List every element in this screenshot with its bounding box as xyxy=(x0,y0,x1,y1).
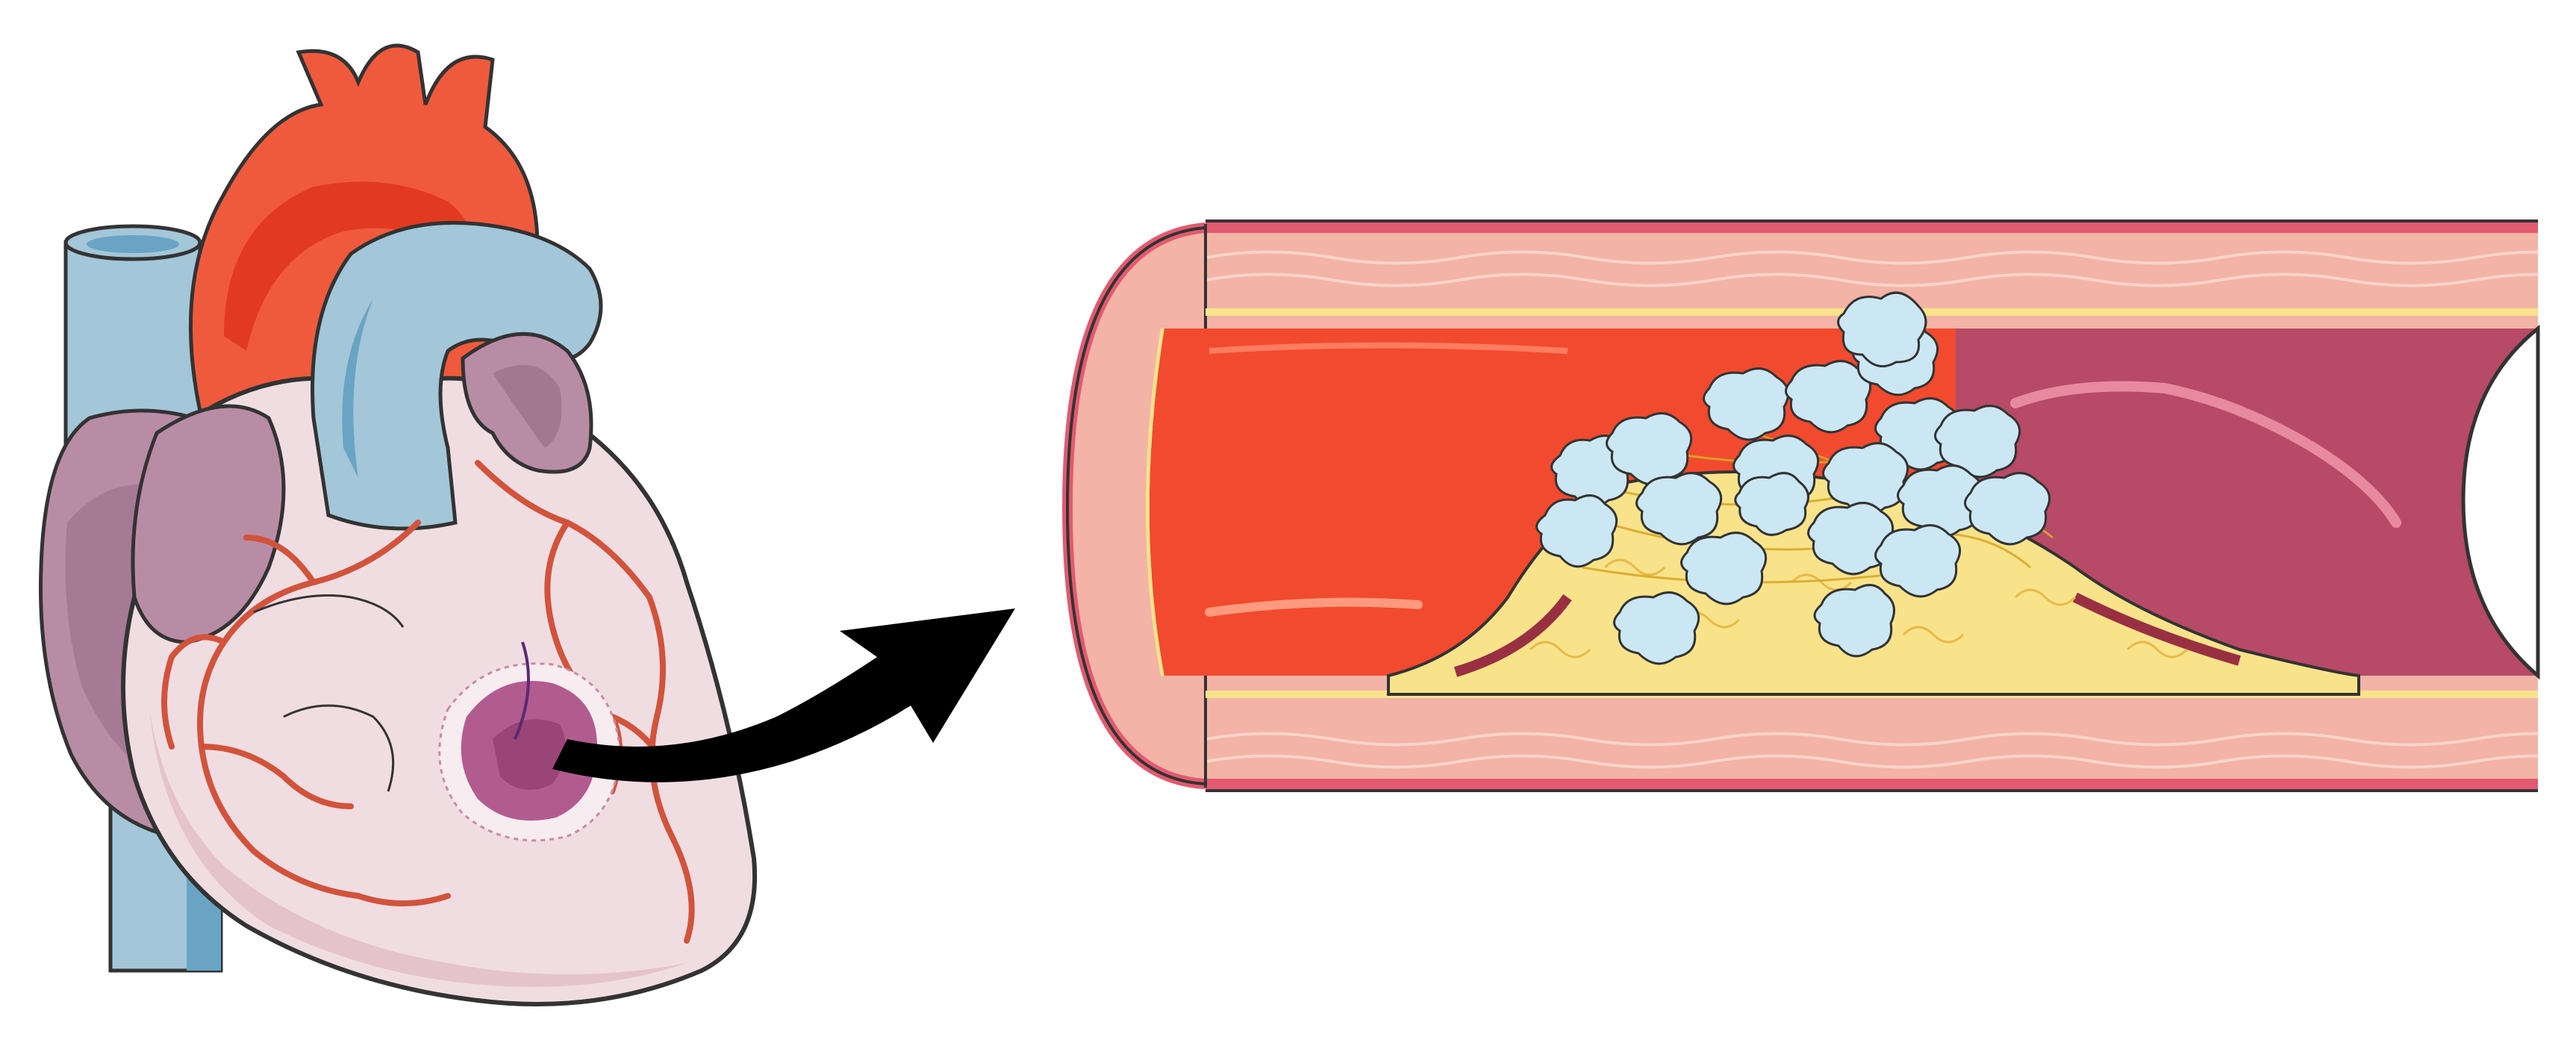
curved-arrow-icon xyxy=(552,608,1015,782)
infarct-zone xyxy=(438,641,621,842)
blood-clot xyxy=(1535,291,2051,665)
coronary-arteries xyxy=(161,460,695,944)
artery-cross-section xyxy=(1061,220,2540,792)
pulmonary-trunk xyxy=(311,220,603,531)
heart-illustration xyxy=(39,43,758,1006)
